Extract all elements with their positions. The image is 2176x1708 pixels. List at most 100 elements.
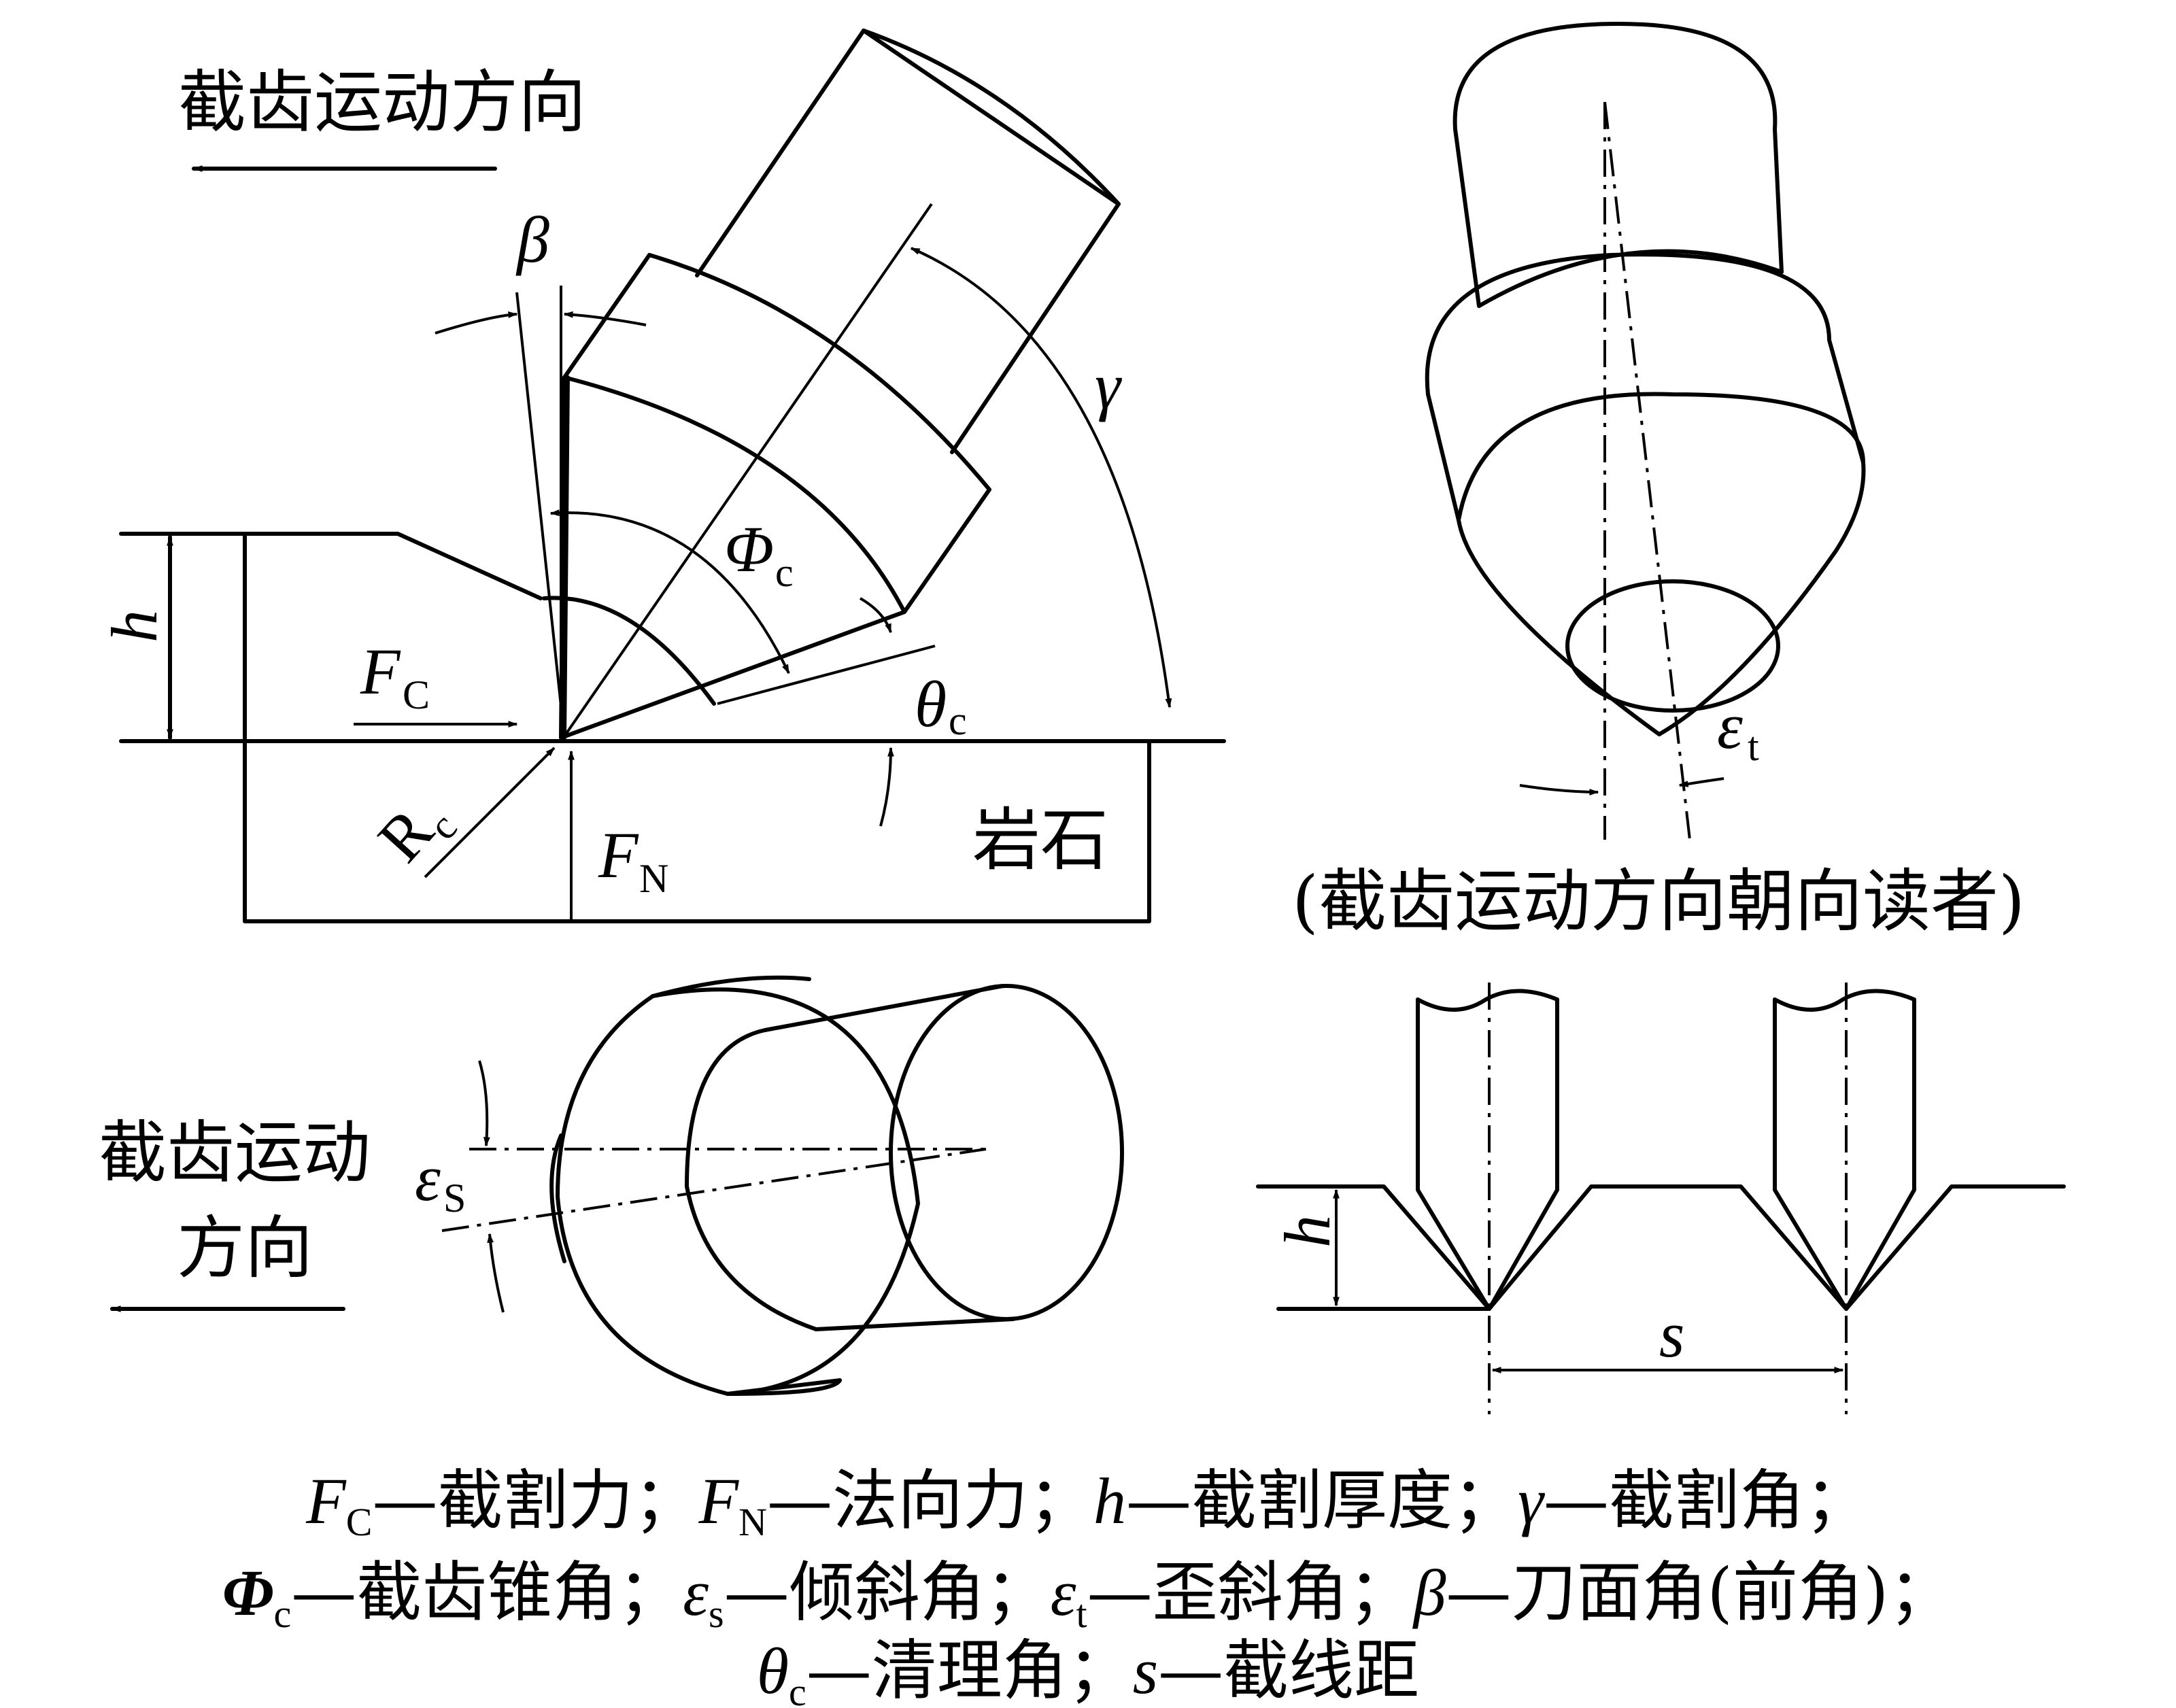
legend-2-1-text: —截齿锥角； <box>291 1554 683 1630</box>
pick-collar-bottom <box>562 375 906 614</box>
front-view-caption: (截齿运动方向朝向读者) <box>1292 861 2025 941</box>
legend-2-3-sub: t <box>1076 1592 1087 1636</box>
front-collar-top <box>1425 252 1865 464</box>
legend-2-1-sub: c <box>273 1592 291 1636</box>
legend-line-1: FC—截割力；FN—法向力；h—截割厚度；γ—截割角； <box>305 1463 1870 1544</box>
pick-collar-top <box>647 253 991 492</box>
top-view-shank-bottom <box>814 1317 1015 1331</box>
epsilon-s-arrow-top <box>478 1060 490 1147</box>
front-shank <box>1452 22 1784 308</box>
legend-2-4-text: —刀面角(前角)； <box>1446 1554 1954 1630</box>
top-view-collar-front <box>556 994 842 1396</box>
legend-2-2-symbol: ε <box>683 1556 709 1629</box>
gamma-arc <box>910 247 1172 708</box>
cut-spacing-figure: h s <box>1256 983 2066 1414</box>
epsilon-t-symbol: ε <box>1717 689 1743 762</box>
pick2-outline <box>1773 997 1916 1311</box>
side-view-figure: 截齿运动方向 岩石 h β γ Φ c <box>98 29 1226 923</box>
theta-subscript: c <box>949 698 967 743</box>
legend-3-2-text: —截线距 <box>1158 1633 1419 1708</box>
beta-arrow-left <box>435 311 518 335</box>
front-cone <box>1457 460 1866 736</box>
legend-1-1-text: —截割力； <box>372 1463 698 1539</box>
legend-2-2-text: —倾斜角； <box>724 1554 1051 1630</box>
legend-3-1-symbol: θ <box>757 1635 789 1707</box>
epsilon-s-arrow-bottom <box>487 1233 505 1313</box>
legend-2-1-symbol: Φ <box>222 1556 274 1629</box>
epsilon-s-subscript: S <box>443 1176 466 1220</box>
phi-arc <box>549 509 790 674</box>
legend-1-1-symbol: F <box>305 1465 347 1537</box>
direction-label-top: 截齿运动方向 <box>178 63 586 142</box>
fc-subscript: C <box>403 672 430 717</box>
epsilon-s-symbol: ε <box>415 1142 441 1214</box>
legend-2-3-symbol: ε <box>1051 1556 1076 1629</box>
epsilon-t-subscript: t <box>1748 724 1759 769</box>
s-symbol: s <box>1659 1298 1684 1371</box>
front-collar-left <box>1426 392 1461 522</box>
top-view-collar-back <box>651 987 920 1396</box>
legend-1-4-text: —截割角； <box>1544 1463 1870 1539</box>
pick1-outline <box>1416 997 1559 1311</box>
top-view-pick-centerline <box>441 1148 987 1232</box>
phi-symbol: Φ <box>724 513 774 585</box>
beta-ref-line <box>515 292 566 738</box>
legend-2-4-symbol: β <box>1412 1556 1446 1629</box>
pick2-break <box>1773 989 1916 1012</box>
gamma-symbol: γ <box>1095 349 1122 422</box>
pick-shank <box>695 29 1121 454</box>
theta-ref-line <box>717 645 936 705</box>
pick-collar <box>559 253 991 740</box>
beta-symbol: β <box>515 203 549 276</box>
rock-block-outline <box>243 532 1151 923</box>
front-shank-base <box>1477 249 1784 308</box>
rc-symbol: R <box>364 794 447 875</box>
top-view-figure: 截齿运动 方向 ε S <box>99 975 1124 1396</box>
pick-shank-top <box>862 29 1121 206</box>
rock-top-surface <box>119 532 543 600</box>
front-collar-bottom <box>1457 392 1865 522</box>
legend-1-2-text: —法向力； <box>767 1463 1093 1539</box>
front-tilted-centerline <box>1603 101 1691 840</box>
legend-1-2-sub: N <box>738 1500 767 1544</box>
legend-line-2: Φc—截齿锥角；εs—倾斜角；εt—歪斜角；β—刀面角(前角)； <box>222 1554 1954 1636</box>
legend-1-2-symbol: F <box>698 1465 739 1537</box>
h-symbol-left: h <box>98 610 171 643</box>
top-view-shank-top <box>763 984 1005 1032</box>
legend-2-2-sub: s <box>709 1592 724 1636</box>
legend-3-2-symbol: s <box>1133 1635 1158 1707</box>
legend: FC—截割力；FN—法向力；h—截割厚度；γ—截割角； Φc—截齿锥角；εs—倾… <box>222 1463 1954 1708</box>
legend-3-1-text: —清理角； <box>806 1633 1133 1708</box>
fc-symbol: F <box>360 635 401 708</box>
legend-line-3: θc—清理角；s—截线距 <box>757 1633 1419 1708</box>
rock-cut-profile <box>1256 1184 2066 1311</box>
front-view-figure: ε t (截齿运动方向朝向读者) <box>1292 22 2025 941</box>
legend-1-3-text: —截割厚度； <box>1126 1463 1518 1539</box>
top-view-rear-ellipse <box>889 984 1124 1321</box>
top-view-tip <box>549 1133 566 1263</box>
top-view-shank-front <box>685 1028 818 1331</box>
legend-1-4-symbol: γ <box>1518 1465 1545 1537</box>
fn-subscript: N <box>639 856 668 901</box>
pick-tip-arc <box>542 596 716 706</box>
phi-subscript: c <box>775 550 794 595</box>
pick-body <box>542 29 1121 742</box>
beta-arrow-right <box>563 311 647 326</box>
direction-label-bottom-line2: 方向 <box>177 1208 313 1288</box>
legend-1-3-symbol: h <box>1093 1465 1126 1537</box>
h-symbol-right: h <box>1271 1215 1344 1248</box>
rc-arrow <box>424 747 556 878</box>
direction-label-bottom-line1: 截齿运动 <box>99 1113 371 1193</box>
epsilon-t-arrow-right <box>1678 777 1724 787</box>
front-tip-ellipse <box>1565 579 1780 713</box>
pick1-break <box>1416 989 1559 1012</box>
theta-arrow-top <box>860 597 892 634</box>
rock-label: 岩石 <box>972 800 1108 880</box>
legend-1-1-sub: C <box>346 1500 373 1544</box>
legend-3-1-sub: c <box>789 1670 806 1708</box>
epsilon-t-arrow-left <box>1519 784 1599 796</box>
legend-2-3-text: —歪斜角； <box>1087 1554 1414 1630</box>
theta-arrow-bottom <box>879 747 894 827</box>
fn-symbol: F <box>598 819 639 891</box>
